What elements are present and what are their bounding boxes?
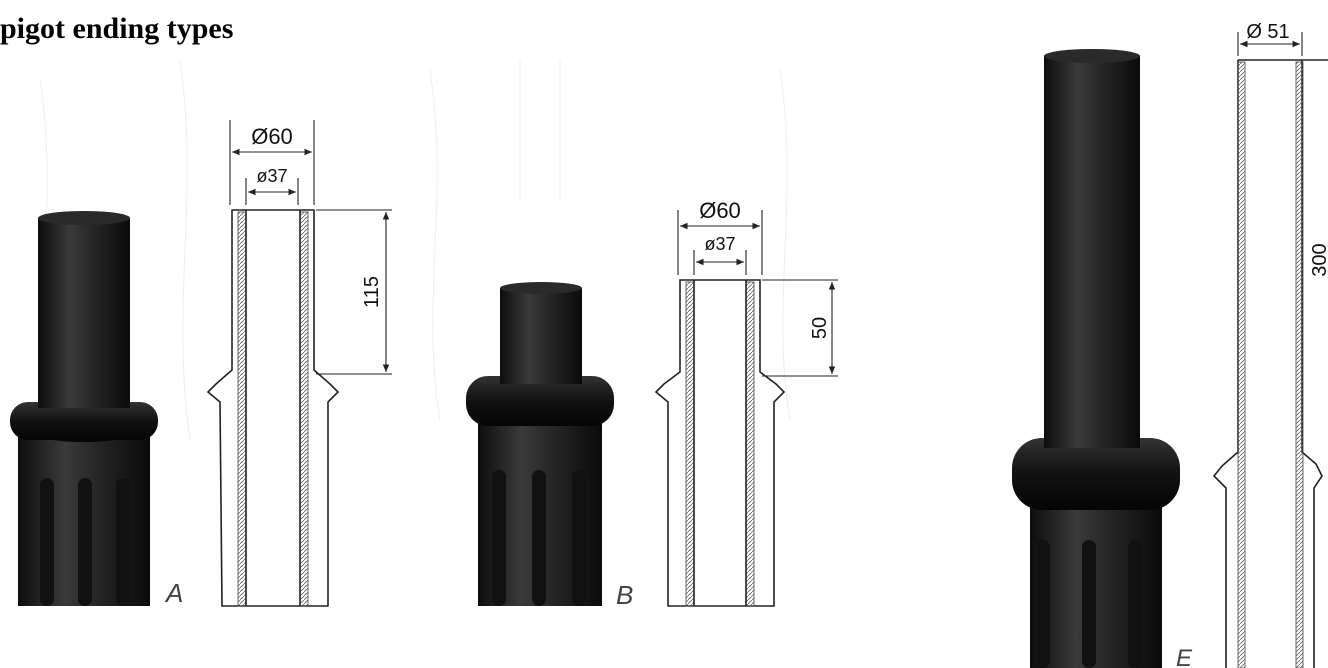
figure-b: B Ø60 ø37 50 — [466, 198, 838, 610]
figure-a: A Ø60 ø37 115 — [10, 120, 392, 608]
spigot-photo-e — [1012, 49, 1180, 668]
figure-tag-b: B — [616, 580, 633, 610]
outer-diameter-a: Ø60 — [251, 124, 293, 149]
figure-e: E Ø 51 300 — [1012, 21, 1328, 668]
section-drawing-a — [206, 209, 340, 607]
outer-diameter-b: Ø60 — [699, 198, 741, 223]
inner-diameter-b: ø37 — [704, 234, 735, 254]
length-a: 115 — [361, 276, 383, 308]
figure-tag-e: E — [1176, 645, 1193, 668]
section-drawing-e — [1212, 59, 1328, 668]
length-b: 50 — [809, 317, 831, 339]
spigot-photo-a — [10, 211, 158, 606]
figure-tag-a: A — [164, 578, 183, 608]
section-drawing-b — [654, 279, 786, 607]
outer-diameter-e: Ø 51 — [1246, 21, 1289, 43]
inner-diameter-a: ø37 — [256, 166, 287, 186]
length-e: 300 — [1309, 243, 1328, 276]
page-title: pigot ending types — [0, 12, 234, 45]
spigot-photo-b — [466, 282, 614, 606]
